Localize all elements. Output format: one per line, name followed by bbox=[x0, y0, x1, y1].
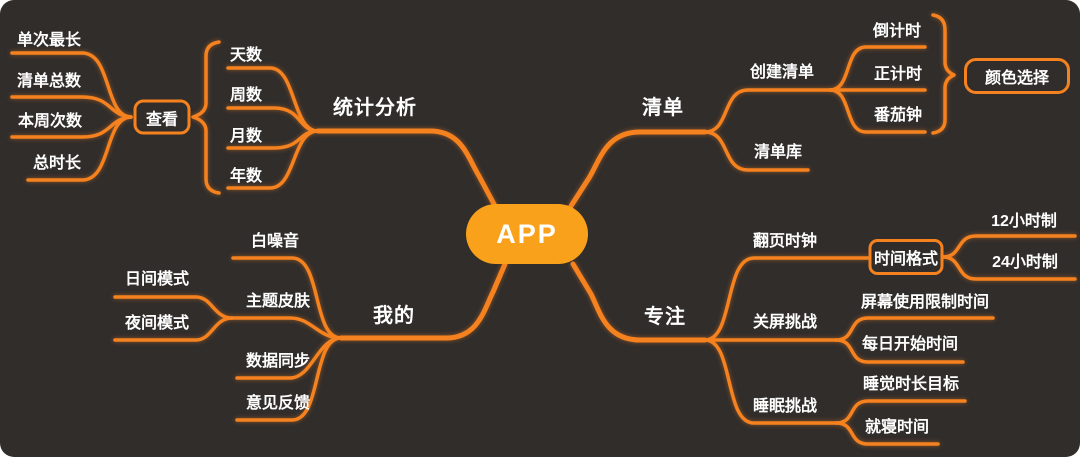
connector-format-24h bbox=[941, 255, 1077, 281]
connector-app-stats bbox=[315, 128, 498, 209]
topic-weeks[interactable]: 周数 bbox=[229, 87, 263, 104]
connector-create-pomodoro bbox=[828, 88, 927, 134]
connector-focus-flip-clock bbox=[703, 256, 870, 342]
topic-24h-format[interactable]: 24小时制 bbox=[992, 254, 1058, 271]
connector-bedtime bbox=[834, 421, 940, 446]
app-root-node[interactable]: APP bbox=[466, 204, 588, 264]
connector-mine-white-noise bbox=[231, 256, 343, 340]
topic-night-mode[interactable]: 夜间模式 bbox=[124, 315, 190, 332]
topic-feedback[interactable]: 意见反馈 bbox=[245, 395, 311, 412]
topic-list-library[interactable]: 清单库 bbox=[753, 144, 803, 161]
topic-months[interactable]: 月数 bbox=[229, 128, 263, 145]
connector-theme-night-mode bbox=[113, 316, 234, 342]
connector-app-focus bbox=[570, 261, 708, 343]
topic-sleep-duration-goal[interactable]: 睡觉时长目标 bbox=[862, 376, 960, 393]
topic-pomodoro[interactable]: 番茄钟 bbox=[873, 107, 923, 124]
connector-mine-theme-skin bbox=[230, 316, 343, 340]
node-time-format[interactable]: 时间格式 bbox=[868, 239, 944, 275]
topic-white-noise[interactable]: 白噪音 bbox=[250, 233, 300, 250]
connector-list-create bbox=[703, 88, 832, 134]
connector-daily-start bbox=[834, 338, 965, 364]
topic-week-count[interactable]: 本周次数 bbox=[17, 113, 83, 130]
connector-focus-sleep bbox=[703, 338, 838, 425]
topic-screen-limit-time[interactable]: 屏幕使用限制时间 bbox=[860, 294, 990, 311]
connector-view-total-lists bbox=[10, 95, 133, 119]
topic-12h-format[interactable]: 12小时制 bbox=[991, 213, 1057, 230]
topic-statistics[interactable]: 统计分析 bbox=[333, 97, 417, 119]
topic-days[interactable]: 天数 bbox=[229, 47, 263, 64]
connector-app-list bbox=[568, 129, 708, 209]
connector-mine-feedback bbox=[235, 336, 343, 422]
topic-mine[interactable]: 我的 bbox=[373, 305, 415, 327]
topic-countdown[interactable]: 倒计时 bbox=[872, 23, 922, 40]
topic-list-total[interactable]: 清单总数 bbox=[16, 73, 82, 90]
topic-day-mode[interactable]: 日间模式 bbox=[124, 271, 190, 288]
topic-flip-clock[interactable]: 翻页时钟 bbox=[752, 233, 818, 250]
topic-countup[interactable]: 正计时 bbox=[873, 66, 923, 83]
connector-view-duration bbox=[26, 115, 133, 182]
topic-total-duration[interactable]: 总时长 bbox=[32, 155, 82, 172]
topic-create-list[interactable]: 创建清单 bbox=[749, 64, 815, 81]
brace-timers-to-color-select bbox=[931, 13, 956, 135]
topic-sleep-challenge[interactable]: 睡眠挑战 bbox=[752, 398, 818, 415]
topic-longest-single[interactable]: 单次最长 bbox=[16, 32, 82, 49]
topic-daily-start-time[interactable]: 每日开始时间 bbox=[861, 336, 959, 353]
connector-app-mine bbox=[338, 261, 508, 341]
brace-periods-to-view bbox=[191, 40, 221, 195]
topic-screen-off-challenge[interactable]: 关屏挑战 bbox=[752, 314, 818, 331]
node-color-select[interactable]: 颜色选择 bbox=[964, 58, 1070, 94]
node-view[interactable]: 查看 bbox=[133, 99, 191, 135]
connector-stats-years bbox=[226, 129, 320, 190]
connector-list-library bbox=[703, 130, 810, 172]
topic-theme-skin[interactable]: 主题皮肤 bbox=[245, 293, 311, 310]
topic-data-sync[interactable]: 数据同步 bbox=[245, 353, 311, 370]
topic-years[interactable]: 年数 bbox=[229, 168, 263, 185]
topic-list[interactable]: 清单 bbox=[642, 97, 684, 119]
topic-focus[interactable]: 专注 bbox=[644, 306, 686, 328]
topic-bedtime[interactable]: 就寝时间 bbox=[864, 419, 930, 436]
